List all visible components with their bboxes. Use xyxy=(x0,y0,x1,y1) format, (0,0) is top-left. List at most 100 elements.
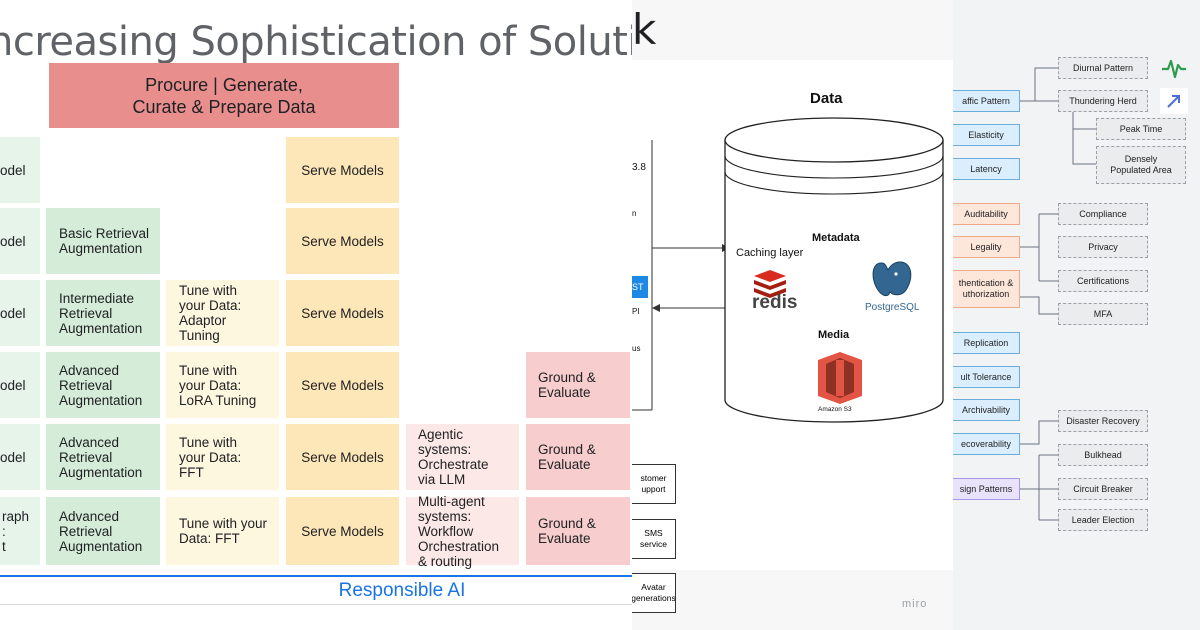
amazon-s3-icon xyxy=(818,352,862,404)
fragment-text: n xyxy=(632,209,637,218)
ground-label: Ground & Evaluate xyxy=(538,370,596,400)
fragment-text: PI xyxy=(632,307,640,316)
design-patterns-node: sign Patterns xyxy=(953,478,1020,500)
connector xyxy=(1072,112,1096,165)
connector xyxy=(1020,420,1058,445)
fault-tolerance-node: ult Tolerance xyxy=(953,366,1020,388)
serve-models-box: Serve Models xyxy=(286,424,399,490)
responsible-ai-bar: Responsible AI xyxy=(0,575,632,605)
serve-label: Serve Models xyxy=(301,449,384,465)
bulkhead-node: Bulkhead xyxy=(1058,444,1148,466)
tune-label: Tune with your Data: Adaptor Tuning xyxy=(179,283,242,343)
ground-evaluate-box: Ground & Evaluate xyxy=(526,497,630,565)
ground-label: Ground & Evaluate xyxy=(538,442,596,472)
tune-box: Tune with your Data: Adaptor Tuning xyxy=(166,280,279,346)
retrieval-label: Advanced Retrieval Augmentation xyxy=(59,434,143,480)
connector xyxy=(1020,296,1058,315)
data-architecture-panel: k Data Metadata Cach xyxy=(632,0,953,630)
model-label: raph : t xyxy=(2,508,30,554)
traffic-pattern-node: affic Pattern xyxy=(953,90,1020,112)
api-badge: ST xyxy=(632,276,648,298)
recoverability-node: ecoverability xyxy=(953,433,1020,455)
auditability-node: Auditability xyxy=(953,203,1020,225)
agentic-label: Agentic systems: Orchestrate via LLM xyxy=(418,427,489,487)
retrieval-box: Basic Retrieval Augmentation xyxy=(46,208,160,274)
database-cylinder-top xyxy=(724,117,944,163)
model-label: odel xyxy=(0,377,26,393)
trend-up-icon xyxy=(1160,88,1188,114)
serve-label: Serve Models xyxy=(301,233,384,249)
retrieval-box: Advanced Retrieval Augmentation xyxy=(46,497,160,565)
serve-models-box: Serve Models xyxy=(286,497,399,565)
redis-label: redis xyxy=(752,292,798,313)
retrieval-label: Advanced Retrieval Augmentation xyxy=(59,362,143,408)
solution-sophistication-panel: ncreasing Sophistication of Solutior Pro… xyxy=(0,19,632,605)
model-label: odel xyxy=(0,162,26,178)
agentic-systems-box: Agentic systems: Orchestrate via LLM xyxy=(406,424,519,490)
customer-support-box: stomer upport xyxy=(632,464,676,504)
ground-label: Ground & Evaluate xyxy=(538,516,596,546)
system-design-mindmap-panel: affic Pattern Elasticity Latency Auditab… xyxy=(953,0,1200,630)
serve-label: Serve Models xyxy=(301,377,384,393)
multi-agent-box: Multi-agent systems: Workflow Orchestrat… xyxy=(406,494,519,569)
retrieval-label: Intermediate Retrieval Augmentation xyxy=(59,290,143,336)
archivability-node: Archivability xyxy=(953,399,1020,421)
pulse-icon xyxy=(1162,59,1186,79)
connector xyxy=(1039,213,1058,282)
circuit-breaker-node: Circuit Breaker xyxy=(1058,478,1148,500)
serve-models-box: Serve Models xyxy=(286,352,399,418)
procure-label: Procure | Generate, Curate & Prepare Dat… xyxy=(132,74,316,117)
connector xyxy=(1020,67,1058,102)
serve-models-box: Serve Models xyxy=(286,280,399,346)
miro-watermark: miro xyxy=(902,598,928,610)
tune-box: Tune with your Data: FFT xyxy=(166,497,279,565)
avatar-generations-box: Avatar generations xyxy=(632,573,676,613)
panel-title-fragment: k xyxy=(632,5,657,54)
model-label: odel xyxy=(0,233,26,249)
thundering-herd-node: Thundering Herd xyxy=(1058,90,1148,112)
s3-label: Amazon S3 xyxy=(818,406,852,413)
fragment-text: 3.8 xyxy=(632,162,646,173)
retrieval-box: Intermediate Retrieval Augmentation xyxy=(46,280,160,346)
authentication-node: thentication & uthorization xyxy=(953,270,1020,308)
model-box: raph : t xyxy=(0,497,40,565)
compliance-node: Compliance xyxy=(1058,203,1148,225)
metadata-label: Metadata xyxy=(812,232,860,244)
redis-icon xyxy=(754,270,786,298)
leader-election-node: Leader Election xyxy=(1058,509,1148,531)
caching-layer-label: Caching layer xyxy=(736,247,804,259)
diurnal-pattern-node: Diurnal Pattern xyxy=(1058,57,1148,79)
tune-label: Tune with your Data: FFT xyxy=(179,516,268,546)
legality-node: Legality xyxy=(953,236,1020,258)
privacy-node: Privacy xyxy=(1058,236,1148,258)
model-box: odel xyxy=(0,137,40,203)
panel-title: ncreasing Sophistication of Solutior xyxy=(0,19,632,65)
cylinder-ring xyxy=(724,171,944,195)
model-box: odel xyxy=(0,424,40,490)
media-label: Media xyxy=(818,329,850,341)
procure-data-box: Procure | Generate, Curate & Prepare Dat… xyxy=(49,63,399,128)
multi-agent-label: Multi-agent systems: Workflow Orchestrat… xyxy=(418,493,500,569)
cylinder-ring xyxy=(724,155,944,179)
model-box: odel xyxy=(0,280,40,346)
tune-box: Tune with your Data: FFT xyxy=(166,424,279,490)
disaster-recovery-node: Disaster Recovery xyxy=(1058,410,1148,432)
peak-time-node: Peak Time xyxy=(1096,118,1186,140)
serve-models-box: Serve Models xyxy=(286,208,399,274)
arrow-head xyxy=(652,304,660,312)
postgresql-icon xyxy=(872,261,912,297)
serve-label: Serve Models xyxy=(301,523,384,539)
retrieval-box: Advanced Retrieval Augmentation xyxy=(46,352,160,418)
mfa-node: MFA xyxy=(1058,303,1148,325)
tune-box: Tune with your Data: LoRA Tuning xyxy=(166,352,279,418)
architecture-diagram xyxy=(632,117,944,423)
ground-evaluate-box: Ground & Evaluate xyxy=(526,424,630,490)
tune-label: Tune with your Data: FFT xyxy=(179,434,242,480)
model-label: odel xyxy=(0,305,26,321)
certifications-node: Certifications xyxy=(1058,270,1148,292)
densely-populated-area-node: Densely Populated Area xyxy=(1096,146,1186,184)
model-label: odel xyxy=(0,449,26,465)
retrieval-label: Basic Retrieval Augmentation xyxy=(59,226,150,256)
serve-label: Serve Models xyxy=(301,305,384,321)
replication-node: Replication xyxy=(953,332,1020,354)
